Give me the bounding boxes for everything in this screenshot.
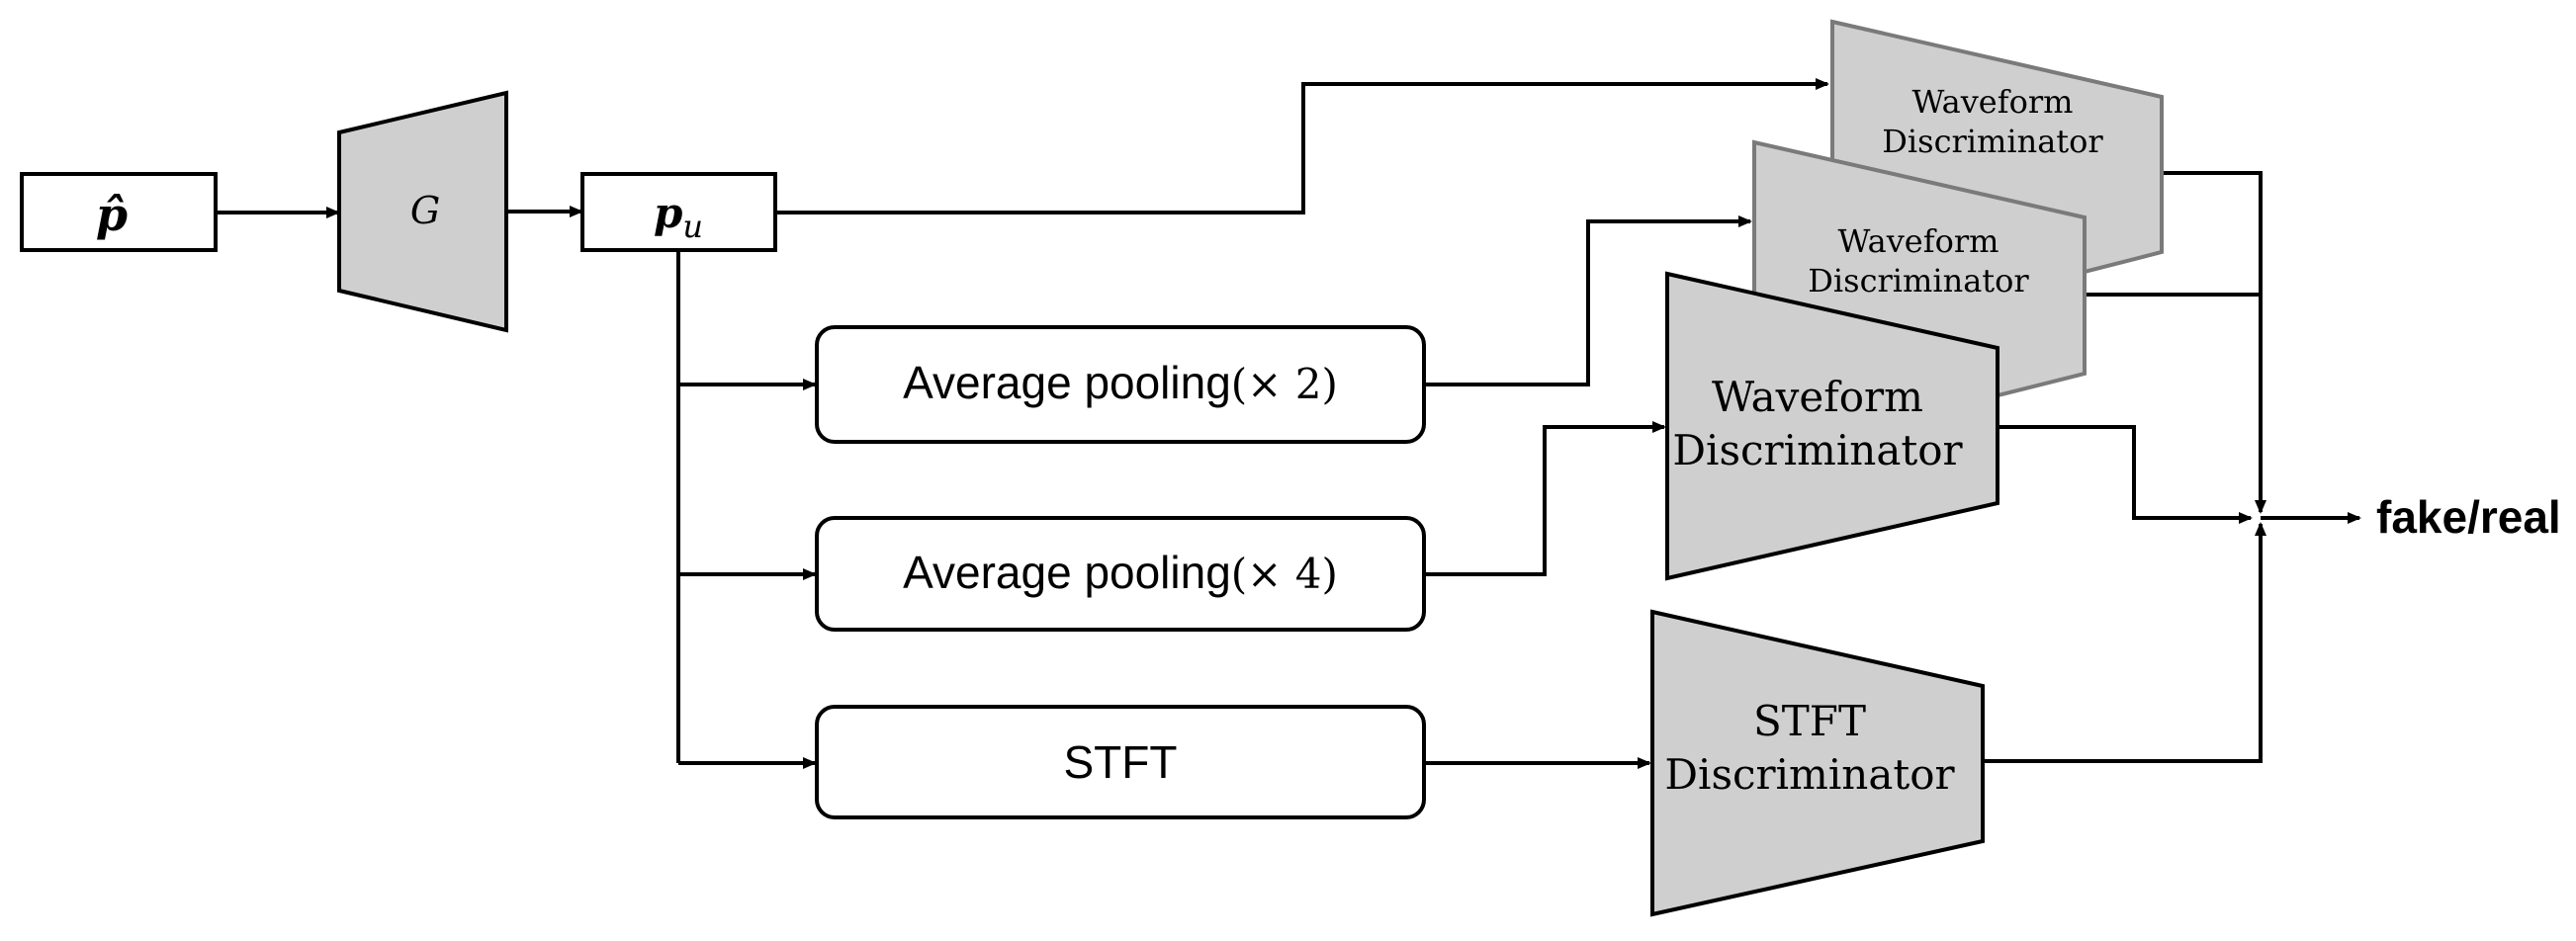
input-symbol: p̂ (96, 188, 128, 241)
stft-discriminator (1650, 609, 1985, 917)
line-wave-back-output (2162, 171, 2266, 514)
pool4-label: Average pooling(× 4) (903, 547, 1338, 598)
pool2-block (815, 325, 1426, 444)
upsampled-base: p (654, 189, 682, 237)
upsampled-symbol: pu (654, 189, 703, 245)
wave-front-line2: Discriminator (1672, 426, 1963, 474)
wave-mid-line2: Discriminator (1808, 262, 2029, 299)
generator-block (337, 90, 508, 333)
pool4-math: (× 4) (1231, 550, 1338, 598)
upsampled-subscript: u (682, 208, 703, 245)
wave-mid-line1: Waveform (1838, 222, 1999, 260)
stft-disc-line1: STFT (1753, 697, 1866, 745)
arrow-pool4-to-wave-front (1424, 421, 1666, 576)
input-box (20, 172, 218, 252)
wave-back-line2: Discriminator (1882, 123, 2103, 160)
arrow-pool2-to-wave-mid (1424, 215, 1752, 386)
output-label: fake/real (2376, 491, 2561, 543)
stft-label: STFT (1064, 736, 1178, 788)
line-stft-disc-output (1983, 522, 2266, 763)
generator-label: G (410, 189, 440, 232)
arrow-pu-to-wave-back (775, 78, 1829, 214)
stft-block (815, 705, 1426, 819)
pool4-text: Average pooling (903, 547, 1231, 598)
pool2-text: Average pooling (903, 357, 1231, 408)
wave-discriminator-front (1665, 271, 1999, 581)
wave-back-line1: Waveform (1912, 83, 2074, 121)
pool2-label: Average pooling(× 2) (903, 357, 1338, 408)
line-wave-front-output (1998, 425, 2253, 524)
pool4-block (815, 516, 1426, 632)
upsampled-box (580, 172, 777, 252)
wave-front-line1: Waveform (1712, 373, 1923, 421)
pool2-math: (× 2) (1231, 360, 1338, 408)
stft-disc-line2: Discriminator (1664, 750, 1955, 799)
